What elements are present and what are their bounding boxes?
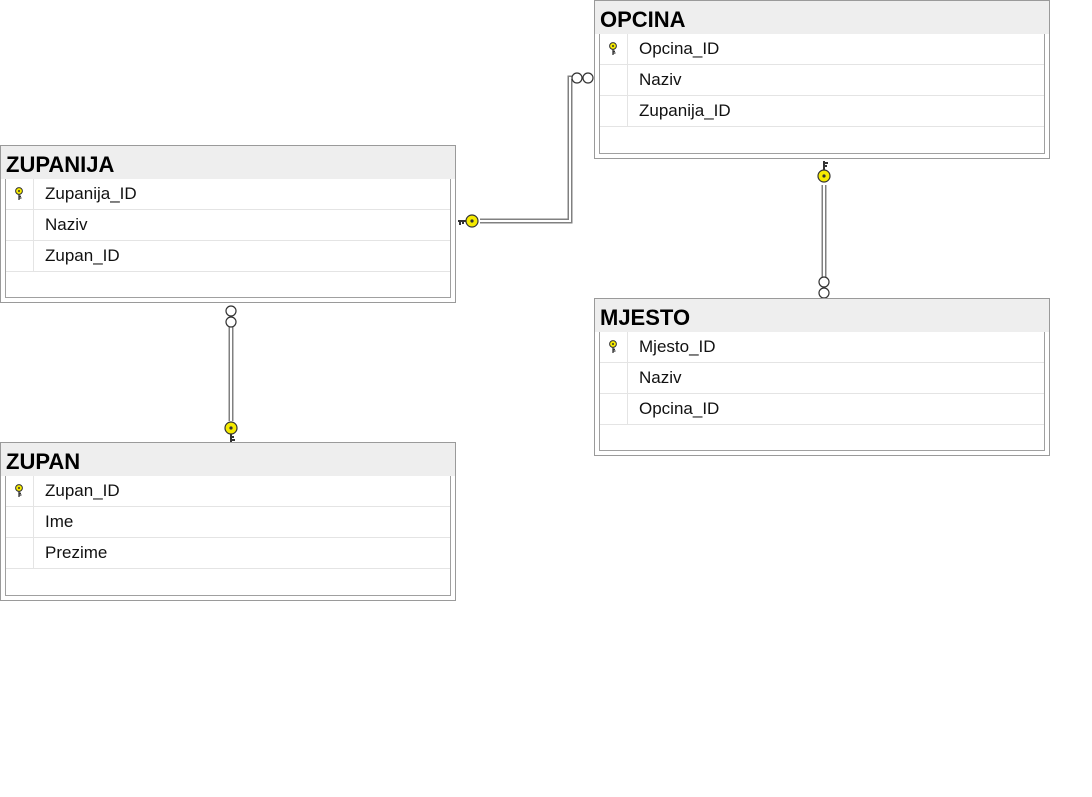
column-row[interactable]: Mjesto_ID <box>600 332 1044 363</box>
row-selector[interactable] <box>600 34 628 64</box>
key-icon <box>458 214 479 228</box>
column-name: Ime <box>45 512 74 531</box>
column-name: Naziv <box>639 70 682 89</box>
column-row[interactable]: Naziv <box>600 65 1044 96</box>
column-grid: Opcina_ID Naziv Zupanija_ID <box>599 34 1045 154</box>
row-selector[interactable] <box>600 96 628 126</box>
row-selector[interactable] <box>600 363 628 393</box>
row-selector[interactable] <box>6 538 34 568</box>
column-row[interactable]: Naziv <box>600 363 1044 394</box>
primary-key-icon <box>609 340 617 353</box>
column-row[interactable]: Naziv <box>6 210 450 241</box>
column-name: Zupan_ID <box>45 246 120 265</box>
column-row[interactable]: Opcina_ID <box>600 394 1044 425</box>
column-grid: Zupanija_ID Naziv Zupan_ID <box>5 179 451 298</box>
column-name: Naziv <box>639 368 682 387</box>
row-selector[interactable] <box>6 241 34 271</box>
infinity-icon <box>571 72 594 84</box>
table-title[interactable]: ZUPAN <box>1 443 455 476</box>
column-name: Prezime <box>45 543 108 562</box>
column-row[interactable]: Opcina_ID <box>600 34 1044 65</box>
column-name: Zupanija_ID <box>45 184 137 203</box>
column-row[interactable]: Zupan_ID <box>6 476 450 507</box>
row-selector[interactable] <box>6 476 34 506</box>
column-name: Zupanija_ID <box>639 101 731 120</box>
table-zupanija[interactable]: ZUPANIJA Zupanija_ID Naziv Zupan_ID <box>0 145 456 303</box>
column-name: Zupan_ID <box>45 481 120 500</box>
column-row[interactable]: Prezime <box>6 538 450 569</box>
row-selector[interactable] <box>600 65 628 95</box>
column-row[interactable]: Zupanija_ID <box>6 179 450 210</box>
row-selector[interactable] <box>6 210 34 240</box>
column-grid: Zupan_ID Ime Prezime <box>5 476 451 596</box>
primary-key-icon <box>15 484 23 497</box>
row-selector[interactable] <box>6 507 34 537</box>
primary-key-icon <box>609 42 617 55</box>
table-title[interactable]: OPCINA <box>595 1 1049 34</box>
column-row[interactable]: Zupanija_ID <box>600 96 1044 127</box>
table-zupan[interactable]: ZUPAN Zupan_ID Ime Prezime <box>0 442 456 601</box>
primary-key-icon <box>15 187 23 200</box>
column-row[interactable]: Ime <box>6 507 450 538</box>
table-opcina[interactable]: OPCINA Opcina_ID Naziv Zupanija_ID <box>594 0 1050 159</box>
column-row[interactable]: Zupan_ID <box>6 241 450 272</box>
column-grid: Mjesto_ID Naziv Opcina_ID <box>599 332 1045 451</box>
column-name: Mjesto_ID <box>639 337 716 356</box>
infinity-icon <box>818 276 830 299</box>
key-icon <box>224 421 238 442</box>
key-icon <box>817 161 831 183</box>
row-selector[interactable] <box>600 332 628 362</box>
row-selector[interactable] <box>600 394 628 424</box>
row-selector[interactable] <box>6 179 34 209</box>
infinity-icon <box>225 305 237 328</box>
column-name: Opcina_ID <box>639 39 720 58</box>
relationship-zupanija-opcina[interactable] <box>480 75 573 224</box>
column-name: Opcina_ID <box>639 399 720 418</box>
column-name: Naziv <box>45 215 88 234</box>
table-title[interactable]: ZUPANIJA <box>1 146 455 179</box>
table-title[interactable]: MJESTO <box>595 299 1049 332</box>
table-mjesto[interactable]: MJESTO Mjesto_ID Naziv Opcina_ID <box>594 298 1050 456</box>
